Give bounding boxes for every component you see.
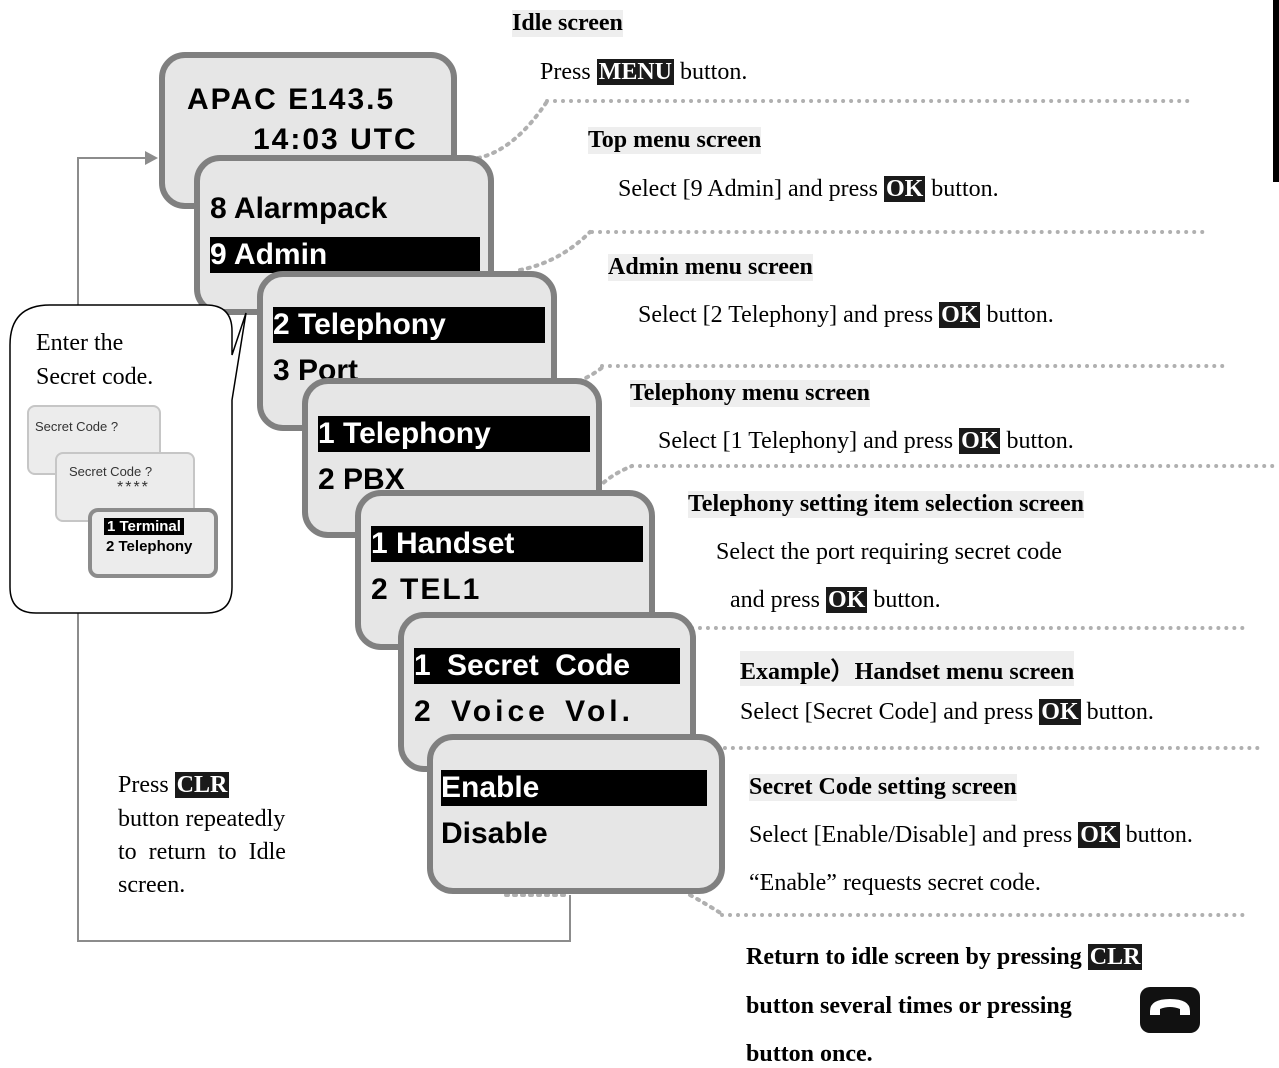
return-note-line-1: Return to idle screen by pressing CLR [746, 944, 1143, 971]
clr-note-line-4: screen. [118, 872, 186, 898]
step-4-pre: Select [1 Telephony] and press [658, 428, 960, 454]
admin-menu-item-2-selected: 2 Telephony [273, 307, 545, 343]
ok-key: OK [959, 428, 1001, 454]
clr-note-line-3: to return to Idle [118, 839, 286, 865]
step-3-pre: Select [2 Telephony] and press [638, 302, 940, 328]
mini-item-telephony: 2 Telephony [106, 538, 193, 555]
separator-7 [720, 913, 1245, 917]
step-4-instruction: Select [1 Telephony] and press OK button… [658, 428, 1074, 455]
separator-3 [600, 364, 1225, 368]
step-2-title: Top menu screen [588, 127, 762, 154]
callout-text-line-2: Secret code. [36, 364, 154, 390]
step-2-instruction: Select [9 Admin] and press OK button. [618, 176, 999, 203]
separator-4 [630, 464, 1275, 468]
step-7-pre: Select [Enable/Disable] and press [749, 822, 1079, 848]
step-5-pre: and press [730, 587, 826, 613]
step-6-instruction: Select [Secret Code] and press OK button… [740, 699, 1154, 726]
step-3-instruction: Select [2 Telephony] and press OK button… [638, 302, 1054, 329]
step-4-post: button. [1000, 428, 1074, 454]
separator-5 [690, 626, 1245, 630]
menu-key: MENU [596, 59, 674, 85]
ok-key: OK [1039, 699, 1081, 725]
step-6-title: Example）Handset menu screen [740, 651, 1075, 686]
mini-secret-label-1: Secret Code ? [35, 419, 119, 434]
mini-terminal-screen: 1 Terminal 2 Telephony [88, 508, 218, 578]
setting-item-1-selected: 1 Handset [371, 526, 643, 562]
secret-disable: Disable [441, 817, 548, 850]
return-line-right [569, 895, 571, 941]
step-7-post: button. [1119, 822, 1193, 848]
setting-item-2: 2 TEL1 [371, 573, 482, 606]
idle-line-2: 14:03 UTC [253, 123, 418, 156]
step-7-line-3: “Enable” requests secret code. [749, 870, 1041, 896]
idle-line-1: APAC E143.5 [187, 83, 396, 116]
telephony-menu-item-1-selected: 1 Telephony [318, 416, 590, 452]
return-line-top [77, 157, 147, 159]
top-menu-item-9-selected: 9 Admin [210, 237, 480, 273]
secret-code-setting-screen: Enable Disable [427, 734, 725, 894]
return-note-line-3: button once. [746, 1041, 873, 1067]
separator-6 [715, 746, 1260, 750]
step-1-title: Idle screen [512, 10, 623, 37]
mini-secret-label-2: Secret Code ? [69, 464, 153, 479]
step-1-pre: Press [540, 59, 597, 85]
step-6-post: button. [1080, 699, 1154, 725]
clr-note-line-1: Press CLR [118, 772, 230, 799]
step-4-title: Telephony menu screen [630, 380, 871, 407]
ok-key: OK [939, 302, 981, 328]
clr-note-pre: Press [118, 772, 175, 798]
step-5-post: button. [867, 587, 941, 613]
ok-key: OK [883, 176, 926, 202]
clr-key: CLR [1087, 944, 1143, 970]
return-line-bottom [77, 940, 571, 942]
mini-secret-value: **** [117, 479, 150, 496]
step-7-instruction: Select [Enable/Disable] and press OK but… [749, 822, 1193, 849]
separator-1 [545, 99, 1190, 103]
step-6-pre: Select [Secret Code] and press [740, 699, 1040, 725]
step-1-instruction: Press MENU button. [540, 59, 747, 86]
step-3-post: button. [980, 302, 1054, 328]
clr-note-line-2: button repeatedly [118, 806, 286, 832]
handset-item-2: 2 Voice Vol. [414, 695, 634, 728]
arrow-right-icon [145, 151, 158, 165]
clr-key: CLR [174, 772, 230, 798]
mini-item-terminal-selected: 1 Terminal [104, 518, 184, 535]
step-5-title: Telephony setting item selection screen [688, 491, 1084, 518]
ok-key: OK [825, 587, 868, 613]
handset-item-1-selected: 1 Secret Code [414, 648, 680, 684]
secret-enable-selected: Enable [441, 770, 707, 806]
return-note-line-2: button several times or pressing [746, 993, 1072, 1019]
step-1-post: button. [674, 59, 748, 85]
callout-text-line-1: Enter the [36, 330, 124, 356]
top-menu-item-8: 8 Alarmpack [210, 192, 388, 225]
ok-key: OK [1078, 822, 1120, 848]
separator-2 [590, 230, 1205, 234]
step-7-title: Secret Code setting screen [749, 774, 1017, 801]
handset-hook-icon [1140, 987, 1200, 1033]
step-2-post: button. [925, 176, 999, 202]
return-note-pre: Return to idle screen by pressing [746, 944, 1088, 970]
step-5-instruction: and press OK button. [730, 587, 941, 614]
step-3-title: Admin menu screen [608, 254, 813, 281]
step-5-line-1: Select the port requiring secret code [716, 539, 1062, 565]
page-edge-bar [1273, 0, 1279, 182]
step-2-pre: Select [9 Admin] and press [618, 176, 884, 202]
